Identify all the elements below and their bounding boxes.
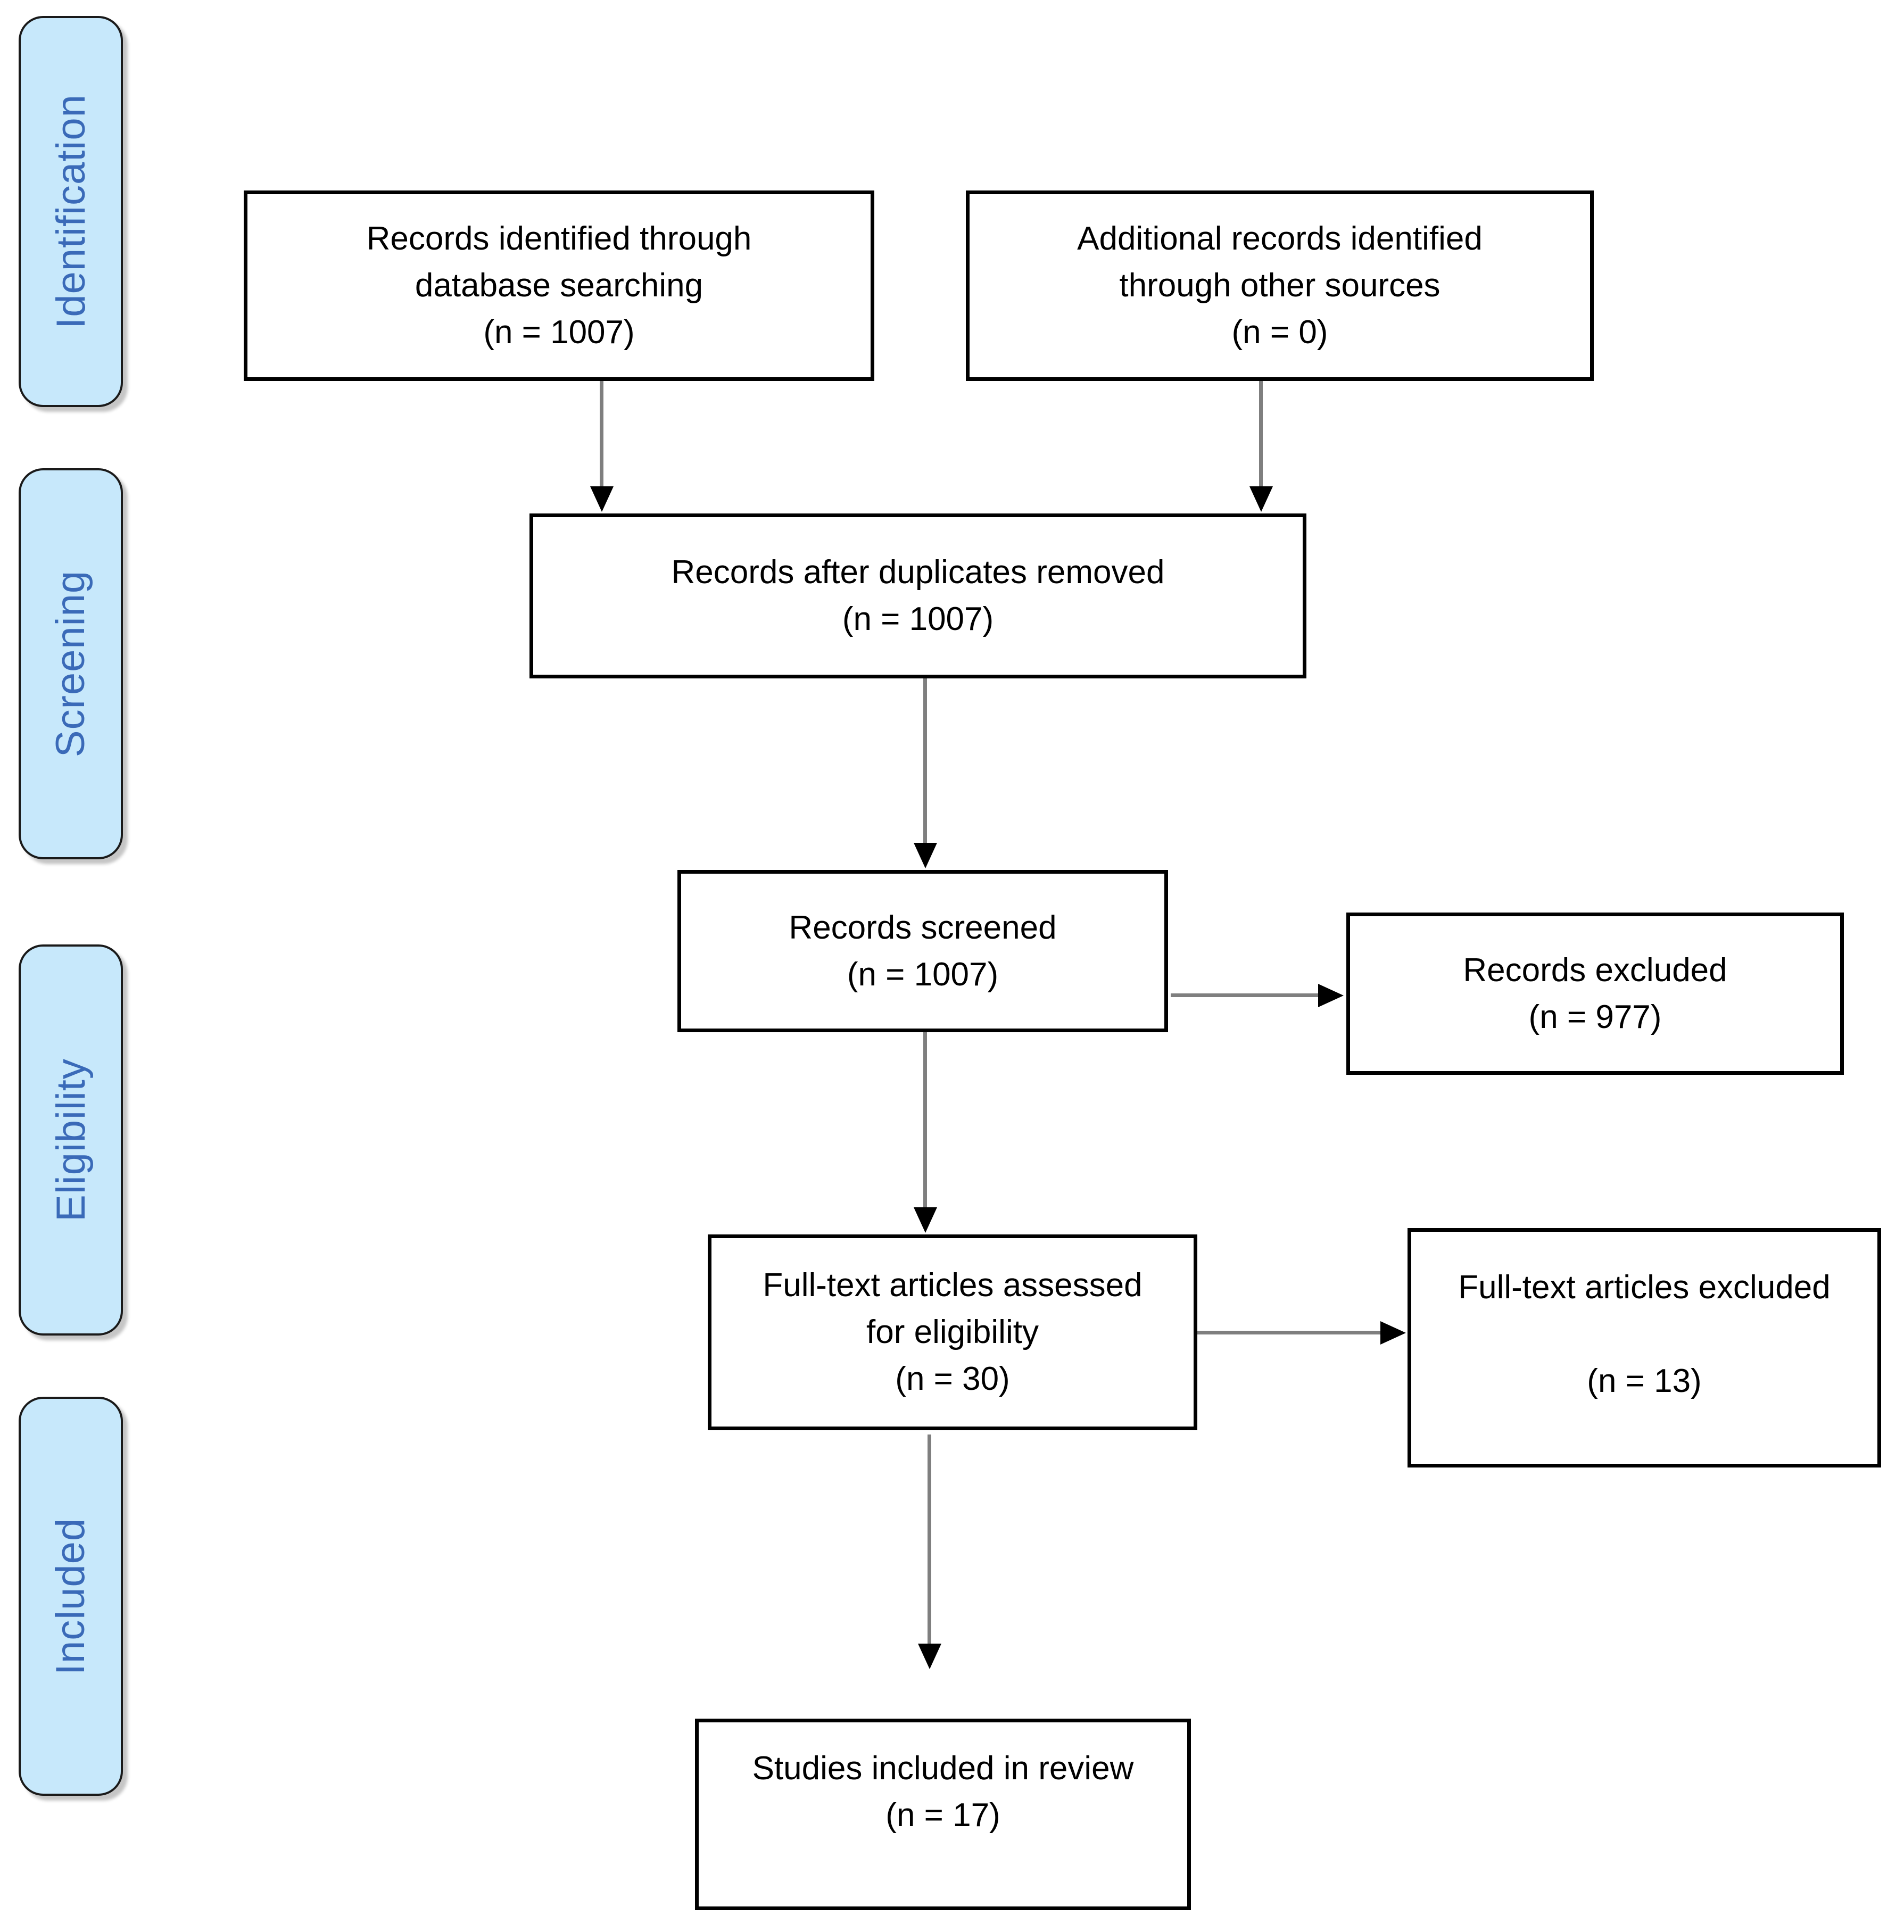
arrow-dedup-to-screened [923, 678, 927, 843]
box-records-identified: Records identified through database sear… [244, 190, 874, 381]
box-text: Records after duplicates removed [671, 554, 1165, 591]
box-records-screened: Records screened (n = 1007) [677, 870, 1168, 1032]
stage-band-included: Included [19, 1397, 123, 1796]
box-text: Full-text articles excluded [1458, 1269, 1831, 1306]
box-count: (n = 1007) [842, 601, 994, 637]
box-fulltext-assessed: Full-text articles assessed for eligibil… [708, 1234, 1197, 1430]
box-count: (n = 0) [1231, 314, 1328, 351]
box-text: Full-text articles assessed [763, 1267, 1143, 1304]
box-text: database searching [415, 267, 703, 304]
box-text: Additional records identified [1077, 220, 1483, 257]
box-text: through other sources [1119, 267, 1441, 304]
box-studies-included: Studies included in review (n = 17) [695, 1719, 1191, 1910]
arrow-fulltext-to-included [928, 1435, 931, 1644]
box-records-excluded: Records excluded (n = 977) [1346, 913, 1844, 1075]
stage-label-screening: Screening [48, 570, 94, 758]
stage-label-identification: Identification [48, 94, 94, 329]
stage-label-included: Included [48, 1518, 94, 1675]
box-text: Studies included in review [752, 1749, 1134, 1787]
stage-band-eligibility: Eligibility [19, 944, 123, 1336]
arrow-screened-to-excluded [1171, 993, 1319, 997]
box-count: (n = 977) [1528, 998, 1662, 1035]
arrow-identified-to-dedup [600, 381, 603, 487]
box-count: (n = 30) [895, 1361, 1010, 1397]
stage-label-eligibility: Eligibility [48, 1058, 94, 1222]
box-text: for eligibility [866, 1314, 1039, 1350]
box-duplicates-removed: Records after duplicates removed (n = 10… [529, 513, 1306, 678]
arrow-screened-to-fulltext [923, 1032, 927, 1208]
arrow-additional-to-dedup [1259, 381, 1263, 487]
box-additional-records: Additional records identified through ot… [966, 190, 1594, 381]
box-text: Records excluded [1463, 951, 1727, 989]
arrow-fulltext-to-excluded [1197, 1331, 1381, 1334]
box-text: Records identified through [366, 220, 752, 257]
box-count: (n = 17) [885, 1796, 1000, 1834]
box-count: (n = 1007) [483, 314, 635, 351]
stage-band-screening: Screening [19, 468, 123, 859]
box-text: Records screened [789, 909, 1057, 946]
box-fulltext-excluded: Full-text articles excluded (n = 13) [1408, 1228, 1881, 1467]
stage-band-identification: Identification [19, 16, 123, 407]
box-count: (n = 13) [1587, 1363, 1702, 1399]
box-count: (n = 1007) [847, 956, 999, 993]
